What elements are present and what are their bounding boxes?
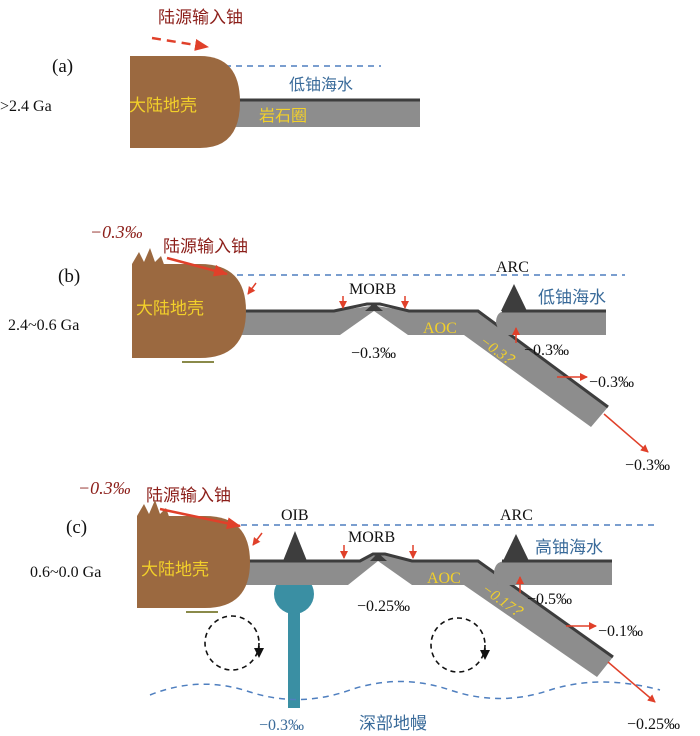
panel-c-oib-volcano [283,531,307,561]
panel-b-input-label: 陆源输入铀 [163,237,248,257]
panel-c-input-label: 陆源输入铀 [146,486,231,506]
panel-c-arc-value: −0.5‰ [527,591,572,608]
panel-b-slab-value-2: −0.3‰ [625,457,670,474]
panel-c-arc-label: ARC [500,507,533,524]
panel-b-age: 2.4~0.6 Ga [8,317,79,334]
panel-a-continental-crust [130,56,240,148]
panel-b-crust-value: −0.3‰ [90,222,143,242]
panel-c-ridge [370,553,387,561]
panel-b-input-arrow [166,256,228,277]
panel-c-crust-arrow [252,532,263,546]
panel-c-crust-label: 大陆地壳 [141,560,209,580]
panel-c-crust-value: −0.3‰ [78,478,131,498]
panel-b-seawater-label: 低铀海水 [538,288,606,308]
panel-a-input-label: 陆源输入铀 [158,8,243,28]
panel-a: (a) >2.4 Ga 陆源输入铀 低铀海水 岩石圈 大陆地壳 [0,8,420,148]
panel-c-oib-label: OIB [281,507,309,524]
panel-c-plate-top [244,552,614,659]
panel-a-crust-label: 大陆地壳 [129,96,197,116]
panel-c-arc-volcano [503,534,529,561]
panel-c-arc-plate [494,561,612,585]
panel-b-aoc-label: AOC [423,320,457,337]
panel-c-convection-right [430,617,486,673]
panel-a-age: >2.4 Ga [0,98,52,115]
panel-c-morb-label: MORB [348,529,395,546]
panel-b-plate-top [240,302,609,409]
panel-a-lithosphere-label: 岩石圈 [259,106,307,125]
panel-b: (b) 2.4~0.6 Ga −0.3‰ 陆源输入铀 大陆地壳 MORB ARC… [8,222,670,474]
panel-b-ridge [365,303,383,311]
panel-b-continental-crust [132,264,246,358]
panel-a-label: (a) [52,56,73,77]
panel-c-aoc-label: AOC [427,570,461,587]
panel-a-input-arrow [151,36,209,51]
panel-c-mantle-label: 深部地幔 [359,714,427,734]
panel-c-plume-value: −0.3‰ [259,717,304,734]
panel-b-arc-plate [496,311,606,335]
panel-b-slab-arrow-2 [603,413,649,453]
panel-c-oceanic-plate [244,555,613,677]
panel-b-crust-label: 大陆地壳 [136,299,204,319]
panel-c-seawater-label: 高铀海水 [535,538,603,558]
panel-c-slab-arrow-2 [607,661,656,703]
panel-a-seawater-label: 低铀海水 [289,75,353,94]
panel-c-input-arrow [159,507,241,530]
panel-c-deep-mantle-boundary [149,680,661,701]
panel-a-lithosphere [230,100,420,127]
panel-c-morb-value: −0.25‰ [357,598,410,615]
panel-c-plume-stem [288,590,300,708]
panel-c-age: 0.6~0.0 Ga [30,564,101,581]
panel-b-morb-label: MORB [349,281,396,298]
panel-b-morb-value: −0.3‰ [351,345,396,362]
panel-b-slab-value-1: −0.3‰ [589,374,634,391]
panel-b-arc-value: −0.3‰ [524,342,569,359]
panel-c-slab-value-1: −0.1‰ [598,623,643,640]
panel-c: (c) 0.6~0.0 Ga −0.3‰ 陆源输入铀 大陆地壳 [30,478,680,734]
panel-c-convection-left [204,615,260,671]
panel-b-crust-arrow [247,282,257,295]
panel-c-slab-value-2: −0.25‰ [627,716,680,733]
panel-b-arc-label: ARC [496,259,529,276]
panel-b-oceanic-plate [240,306,608,427]
panel-b-arc-volcano [501,284,527,311]
panel-c-continental-crust [137,516,250,608]
panel-c-label: (c) [66,517,87,538]
panel-b-label: (b) [58,266,80,287]
